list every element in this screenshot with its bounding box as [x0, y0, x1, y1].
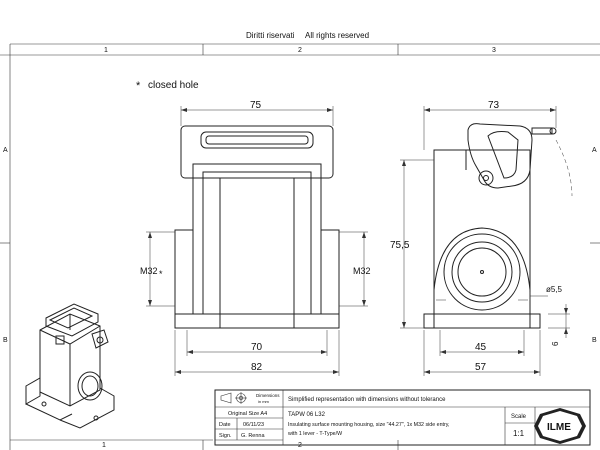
side-dim-base-outer: 57	[475, 362, 487, 373]
product-desc-line2: with 1 lever - T-Type/W	[288, 431, 342, 437]
grid-row-a: A	[3, 147, 8, 154]
side-view	[423, 123, 573, 329]
product-code: TAPW 06 L32	[288, 412, 326, 418]
rights-reserved-it: Diritti riservati	[246, 31, 295, 40]
side-dim-base-inner: 45	[475, 342, 487, 353]
title-note: Simplified representation with dimension…	[288, 397, 446, 403]
original-size: Original Size A4	[228, 411, 267, 417]
grid-col-1: 1	[104, 47, 108, 54]
front-left-entry-mark: *	[159, 269, 163, 279]
date-label: Date	[219, 422, 231, 428]
front-right-entry: M32	[353, 266, 371, 276]
grid-col-1-bottom: 1	[102, 442, 106, 449]
logo-text: ILME	[547, 422, 571, 433]
grid-row-a-right: A	[592, 147, 597, 154]
side-dim-height: 75,5	[390, 240, 410, 251]
front-left-entry: M32	[140, 266, 158, 276]
front-dim-inner: 70	[251, 342, 263, 353]
sign-label: Sign.	[219, 433, 232, 439]
grid-row-b-right: B	[592, 337, 597, 344]
front-dimensions	[146, 106, 368, 376]
sign-value: G. Renna	[241, 433, 265, 439]
scale-value: 1:1	[513, 429, 525, 438]
ilme-logo	[534, 408, 586, 444]
front-dim-outer: 82	[251, 362, 263, 373]
dimensions-label: Dimensions	[256, 393, 280, 398]
side-dim-top: 73	[488, 100, 500, 111]
isometric-view	[25, 303, 115, 429]
scale-label: Scale	[511, 414, 527, 420]
legend-text: closed hole	[148, 80, 199, 91]
side-dim-hole: ø5,5	[546, 285, 563, 294]
side-dim-foot: 6	[551, 341, 560, 346]
grid-col-3: 3	[492, 47, 496, 54]
dimensions-unit: in mm	[258, 399, 270, 404]
drawing-frame	[0, 43, 600, 450]
title-block	[214, 389, 591, 446]
legend-symbol: *	[136, 80, 141, 92]
front-dim-top: 75	[250, 100, 262, 111]
date-value: 06/11/23	[243, 422, 264, 428]
projection-symbol-icon	[220, 392, 247, 404]
front-view	[174, 125, 340, 329]
side-dimensions	[400, 106, 570, 376]
grid-col-2: 2	[298, 47, 302, 54]
product-desc-line1: Insulating surface mounting housing, siz…	[288, 422, 449, 428]
rights-reserved-en: All rights reserved	[305, 31, 369, 40]
grid-row-b: B	[3, 337, 8, 344]
